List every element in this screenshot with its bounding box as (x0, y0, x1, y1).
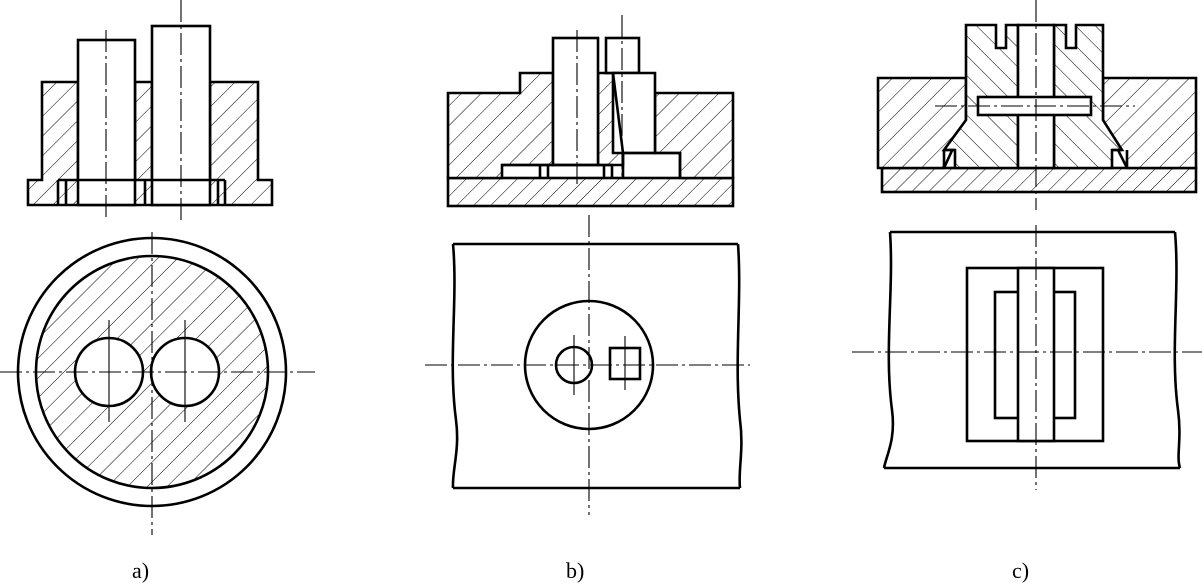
panel-c-base-plate (880, 166, 1198, 194)
panel-b-plate-outline (451, 242, 743, 490)
panel-b-label: b) (566, 558, 585, 583)
panel-c (852, 0, 1202, 490)
panel-b-round-pin (551, 36, 600, 167)
panel-b-diamond-pin-body (611, 71, 657, 155)
panel-a-label: a) (132, 558, 150, 583)
panel-c-shoulder-lines (942, 148, 1129, 168)
panel-b-section-view (446, 15, 735, 208)
panel-b-base-plate (446, 176, 735, 208)
panel-a (0, 0, 315, 535)
panel-c-plan-view (852, 225, 1202, 490)
panel-b-upper-block-section (446, 71, 555, 180)
panel-c-plate-outline (882, 230, 1182, 470)
panel-c-body-right (1101, 76, 1198, 170)
panel-b (425, 15, 750, 515)
panel-a-plan-view (0, 232, 315, 535)
panel-a-body-section (26, 80, 274, 207)
panel-b-plan-view (425, 215, 750, 515)
panel-c-body-left (876, 76, 968, 170)
panel-c-label: c) (1012, 558, 1030, 583)
panel-c-section-view (876, 0, 1198, 210)
panel-a-pin-collar (56, 178, 227, 205)
panel-b-upper-block-right (653, 91, 735, 180)
panel-a-section-view (26, 0, 274, 222)
panel-b-pin-collars (502, 151, 682, 178)
